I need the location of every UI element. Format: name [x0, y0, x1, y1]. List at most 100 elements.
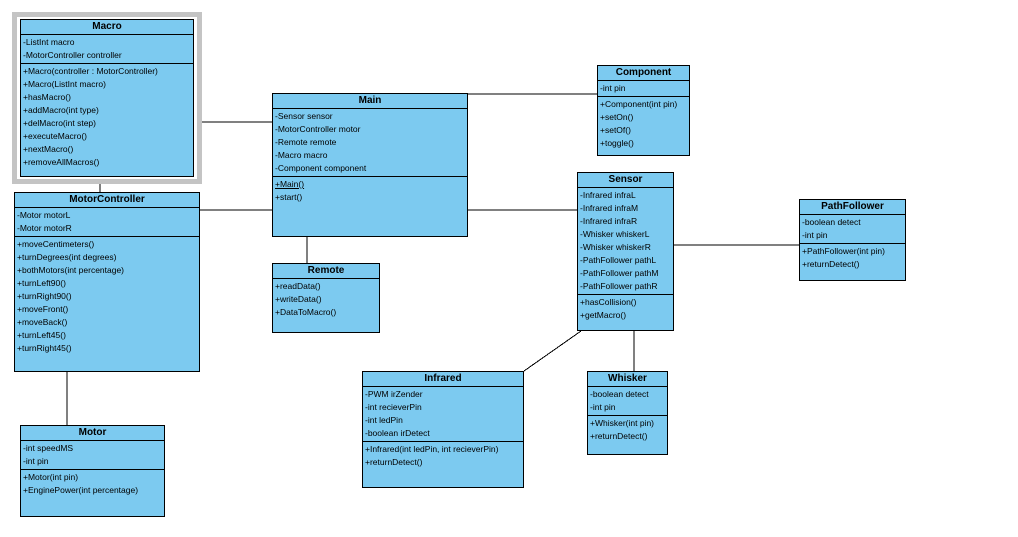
class-method: +turnRight90() — [17, 291, 72, 301]
class-attribute: -Motor motorL — [17, 210, 71, 220]
class-title-infrared: Infrared — [363, 372, 523, 387]
class-title-pathfollower: PathFollower — [800, 200, 905, 215]
methods-compartment: +Macro(controller : MotorController) +Mac… — [21, 64, 193, 170]
class-method: +Component(int pin) — [600, 99, 678, 109]
attributes-compartment: -int speedMS-int pin — [21, 441, 164, 470]
class-method: +EnginePower(int percentage) — [23, 485, 139, 495]
methods-compartment: +readData() +writeData() +DataToMacro() — [273, 279, 379, 320]
class-attribute: -Infrared infraM — [580, 203, 639, 213]
methods-compartment: +Infrared(int ledPin, int recieverPin)+r… — [363, 442, 523, 470]
class-attribute: -int ledPin — [365, 415, 403, 425]
relationship-sensor-infrared[interactable] — [523, 330, 582, 372]
class-attribute: -PathFollower pathM — [580, 268, 659, 278]
class-attribute: -int pin — [23, 456, 49, 466]
class-attribute: -PWM irZender — [365, 389, 423, 399]
class-method: +Macro(controller : MotorController) — [23, 66, 158, 76]
selection-frame-macro — [12, 12, 202, 184]
class-method: +setOf() — [600, 125, 631, 135]
class-method: +moveFront() — [17, 304, 69, 314]
class-motor[interactable]: Motor-int speedMS-int pin+Motor(int pin)… — [20, 425, 165, 517]
class-attribute: -ListInt macro — [23, 37, 75, 47]
class-method: +executeMacro() — [23, 131, 88, 141]
class-method: +getMacro() — [580, 310, 627, 320]
class-attribute: -Whisker whiskerR — [580, 242, 651, 252]
methods-compartment: +moveCentimeters()+turnDegrees(int degre… — [15, 237, 199, 356]
class-method: +Infrared(int ledPin, int recieverPin) — [365, 444, 499, 454]
class-method: +readData() — [275, 281, 321, 291]
class-pathfollower[interactable]: PathFollower -boolean detect -int pin +Path… — [799, 199, 906, 281]
class-method: +start() — [275, 192, 303, 202]
attributes-compartment: -boolean detect -int pin — [800, 215, 905, 244]
class-method: +PathFollower(int pin) — [802, 246, 885, 256]
class-title-main: Main — [273, 94, 467, 109]
class-attribute: -Component component — [275, 163, 367, 173]
class-macro[interactable]: Macro -ListInt macro -MotorController cont… — [20, 19, 194, 177]
class-whisker[interactable]: Whisker -boolean detect -int pin +Whisker(i… — [587, 371, 668, 455]
class-attribute: -boolean detect — [802, 217, 861, 227]
class-method: +writeData() — [275, 294, 322, 304]
class-attribute: -Remote remote — [275, 137, 337, 147]
class-attribute: -PathFollower pathR — [580, 281, 658, 291]
class-title-macro: Macro — [21, 20, 193, 35]
class-attribute: -MotorController controller — [23, 50, 122, 60]
class-component[interactable]: Component -int pin +Component(int pin) +set… — [597, 65, 690, 156]
attributes-compartment: -PWM irZender -int recieverPin -int ledPin… — [363, 387, 523, 442]
class-method: +Main() — [275, 179, 305, 189]
class-title-whisker: Whisker — [588, 372, 667, 387]
class-title-component: Component — [598, 66, 689, 81]
class-title-sensor: Sensor — [578, 173, 673, 188]
class-method: +turnLeft45() — [17, 330, 66, 340]
class-method: +removeAllMacros() — [23, 157, 100, 167]
class-method: +hasMacro() — [23, 92, 71, 102]
attributes-compartment: -ListInt macro -MotorController controlle… — [21, 35, 193, 64]
class-method: +turnLeft90() — [17, 278, 66, 288]
methods-compartment: +Component(int pin) +setOn() +setOf() +togg… — [598, 97, 689, 151]
class-method: +returnDetect() — [802, 259, 860, 269]
class-motorcontroller[interactable]: MotorController-Motor motorL-Motor motor… — [14, 192, 200, 372]
class-remote[interactable]: Remote +readData() +writeData() +DataToMacr… — [272, 263, 380, 333]
class-method: +nextMacro() — [23, 144, 74, 154]
class-method: +toggle() — [600, 138, 634, 148]
attributes-compartment: -int pin — [598, 81, 689, 97]
class-method: +returnDetect() — [590, 431, 648, 441]
class-attribute: -Infrared infraL — [580, 190, 636, 200]
class-title-motor: Motor — [21, 426, 164, 441]
class-attribute: -int pin — [802, 230, 828, 240]
attributes-compartment: -boolean detect -int pin — [588, 387, 667, 416]
class-infrared[interactable]: Infrared -PWM irZender -int recieverPin -in… — [362, 371, 524, 488]
class-attribute: -int pin — [600, 83, 626, 93]
methods-compartment: +Motor(int pin) +EnginePower(int percenta… — [21, 470, 164, 498]
methods-compartment: +Main() +start() — [273, 177, 467, 205]
class-attribute: -Whisker whiskerL — [580, 229, 650, 239]
class-method: +delMacro(int step) — [23, 118, 96, 128]
class-attribute: -Motor motorR — [17, 223, 72, 233]
class-method: +setOn() — [600, 112, 634, 122]
class-main[interactable]: Main -Sensor sensor -MotorController motor… — [272, 93, 468, 237]
class-method: +hasCollision() — [580, 297, 637, 307]
class-title-remote: Remote — [273, 264, 379, 279]
class-method: +turnDegrees(int degrees) — [17, 252, 117, 262]
class-method: +moveBack() — [17, 317, 68, 327]
methods-compartment: +Whisker(int pin) +returnDetect() — [588, 416, 667, 444]
class-attribute: -PathFollower pathL — [580, 255, 657, 265]
attributes-compartment: -Infrared infraL -Infrared infraM -Infrare… — [578, 188, 673, 295]
class-attribute: -MotorController motor — [275, 124, 361, 134]
class-method: +DataToMacro() — [275, 307, 337, 317]
class-method: +bothMotors(int percentage) — [17, 265, 125, 275]
class-attribute: -Sensor sensor — [275, 111, 333, 121]
class-method: +Motor(int pin) — [23, 472, 79, 482]
class-attribute: -boolean detect — [590, 389, 649, 399]
class-attribute: -Infrared infraR — [580, 216, 638, 226]
attributes-compartment: -Sensor sensor -MotorController motor -Rem… — [273, 109, 467, 177]
methods-compartment: +PathFollower(int pin) +returnDetect() — [800, 244, 905, 272]
class-sensor[interactable]: Sensor-Infrared infraL-Infrared infraM-I… — [577, 172, 674, 331]
class-method: +addMacro(int type) — [23, 105, 99, 115]
attributes-compartment: -Motor motorL -Motor motorR — [15, 208, 199, 237]
class-method: +Whisker(int pin) — [590, 418, 655, 428]
class-attribute: -Macro macro — [275, 150, 328, 160]
class-attribute: -int pin — [590, 402, 616, 412]
class-method: +Macro(ListInt macro) — [23, 79, 106, 89]
class-attribute: -int recieverPin — [365, 402, 422, 412]
